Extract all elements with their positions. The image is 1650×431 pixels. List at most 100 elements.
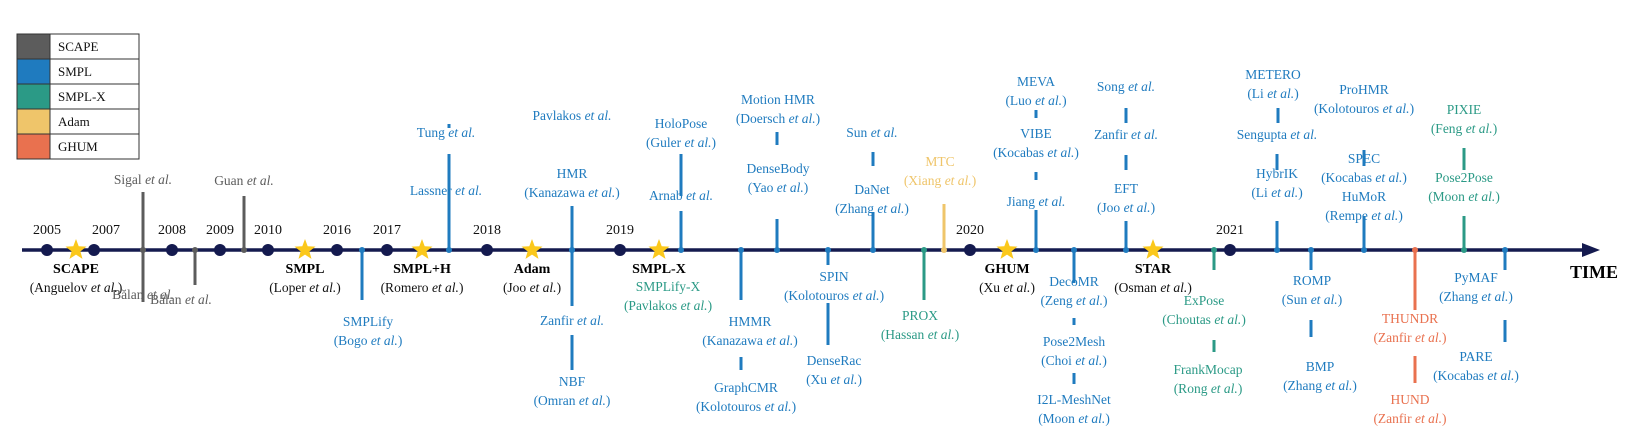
method-author-zanfir: Zanfir et al. [540, 313, 604, 328]
model-name-smpl-x: SMPL-X [632, 262, 686, 277]
method-author-expose: (Choutas et al.) [1162, 312, 1246, 327]
method-author-vibe: (Kocabas et al.) [993, 145, 1079, 160]
method-axis-node [1033, 247, 1039, 253]
method-name-motion-hmr: Motion HMR [741, 92, 815, 107]
method-author-pose2pose: (Moon et al.) [1428, 189, 1500, 204]
year-label-2021: 2021 [1216, 223, 1244, 238]
model-name-scape: SCAPE [53, 262, 99, 277]
method-author-decomr: (Zeng et al.) [1040, 293, 1107, 308]
method-name-pymaf: PyMAF [1454, 270, 1498, 285]
method-author-pose2mesh: (Choi et al.) [1041, 353, 1107, 368]
method-name-hybrik: HybrIK [1256, 166, 1298, 181]
method-axis-node [774, 247, 780, 253]
method-labels: Sigal et al.Bălan et al.Bălan et al.Guan… [112, 67, 1519, 426]
method-author-densebody: (Yao et al.) [748, 180, 809, 195]
model-star-smpl-x [648, 239, 670, 259]
method-author-bmp: (Zhang et al.) [1283, 378, 1357, 393]
method-author-hmmr: (Kanazawa et al.) [702, 333, 798, 348]
method-name-hmmr: HMMR [729, 314, 772, 329]
method-author-guan: Guan et al. [214, 173, 274, 188]
method-name-pose2pose: Pose2Pose [1435, 170, 1493, 185]
method-axis-node [1461, 247, 1467, 253]
method-name-danet: DaNet [854, 182, 889, 197]
model-author-scape: (Anguelov et al.) [30, 280, 123, 295]
method-author-danet: (Zhang et al.) [835, 201, 909, 216]
legend-label-ghum: GHUM [58, 139, 98, 154]
method-author-prox: (Hassan et al.) [881, 327, 959, 342]
method-name-spin: SPIN [819, 269, 849, 284]
method-author-arnab: Arnab et al. [649, 188, 713, 203]
method-axis-node [738, 247, 744, 253]
model-star-scape [65, 239, 87, 259]
legend-label-adam: Adam [58, 114, 90, 129]
method-author-sengupta: Sengupta et al. [1237, 127, 1318, 142]
year-label-2007: 2007 [92, 223, 120, 238]
model-star-smpl [294, 239, 316, 259]
method-author-graphcmr: (Kolotouros et al.) [696, 399, 796, 414]
method-name-meva: MEVA [1017, 74, 1055, 89]
method-axis-node [1361, 247, 1367, 253]
method-author-smplify: (Bogo et al.) [334, 333, 403, 348]
method-author-smplify-x: (Pavlakos et al.) [624, 298, 712, 313]
method-axis-node [359, 247, 365, 253]
method-author-humor: (Rempe et al.) [1325, 208, 1403, 223]
method-author-sun: Sun et al. [846, 125, 897, 140]
time-axis-label: TIME [1570, 262, 1618, 282]
method-author-thundr: (Zanfir et al.) [1373, 330, 1446, 345]
method-stems [141, 108, 1507, 384]
year-label-2019: 2019 [606, 223, 634, 238]
method-author-i2l-meshnet: (Moon et al.) [1038, 411, 1110, 426]
method-author-pymaf: (Zhang et al.) [1439, 289, 1513, 304]
method-author-romp: (Sun et al.) [1282, 292, 1342, 307]
method-author-frankmocap: (Rong et al.) [1174, 381, 1243, 396]
method-name-eft: EFT [1114, 181, 1139, 196]
year-node-2019 [614, 244, 626, 256]
year-node-2020 [964, 244, 976, 256]
method-name-pose2mesh: Pose2Mesh [1043, 334, 1106, 349]
model-author-smpl: (Loper et al.) [269, 280, 341, 295]
method-author-balan: Bălan et al. [112, 287, 174, 302]
method-axis-node [192, 247, 198, 253]
legend-swatch-ghum [16, 133, 51, 160]
method-author-jiang: Jiang et al. [1007, 194, 1066, 209]
year-node-2010 [262, 244, 274, 256]
method-author-eft: (Joo et al.) [1097, 200, 1155, 215]
method-author-hmr: (Kanazawa et al.) [524, 185, 620, 200]
method-name-smplify-x: SMPLify-X [636, 279, 701, 294]
method-author-pixie: (Feng et al.) [1431, 121, 1497, 136]
method-name-humor: HuMoR [1342, 189, 1386, 204]
method-axis-node [921, 247, 927, 253]
timeline-nodes [41, 239, 1508, 259]
method-author-mtc: (Xiang et al.) [904, 173, 976, 188]
method-name-metero: METERO [1245, 67, 1301, 82]
method-author-tung: Tung et al. [417, 125, 475, 140]
time-axis-arrowhead [1582, 243, 1600, 257]
method-name-prox: PROX [902, 308, 938, 323]
method-author-motion-hmr: (Doersch et al.) [736, 111, 820, 126]
method-author-spec: (Kocabas et al.) [1321, 170, 1407, 185]
year-node-2018 [481, 244, 493, 256]
time-axis: TIME [22, 243, 1618, 282]
model-name-smpl-h: SMPL+H [393, 262, 451, 277]
method-name-bmp: BMP [1306, 359, 1335, 374]
method-axis-node [1502, 247, 1508, 253]
model-name-adam: Adam [514, 262, 551, 277]
method-axis-node [1071, 247, 1077, 253]
method-name-frankmocap: FrankMocap [1174, 362, 1243, 377]
model-author-adam: (Joo et al.) [503, 280, 561, 295]
year-label-2017: 2017 [373, 223, 401, 238]
model-name-ghum: GHUM [984, 262, 1029, 277]
year-label-2020: 2020 [956, 223, 984, 238]
method-axis-node [678, 247, 684, 253]
method-name-denserac: DenseRac [807, 353, 862, 368]
legend-swatch-scape [16, 33, 51, 60]
method-author-pavlakos: Pavlakos et al. [532, 108, 611, 123]
method-axis-node [140, 247, 146, 253]
legend-swatch-smpl [16, 58, 51, 85]
method-name-pixie: PIXIE [1447, 102, 1482, 117]
year-label-2018: 2018 [473, 223, 501, 238]
method-axis-node [241, 247, 247, 253]
method-author-prohmr: (Kolotouros et al.) [1314, 101, 1414, 116]
method-axis-node [1308, 247, 1314, 253]
